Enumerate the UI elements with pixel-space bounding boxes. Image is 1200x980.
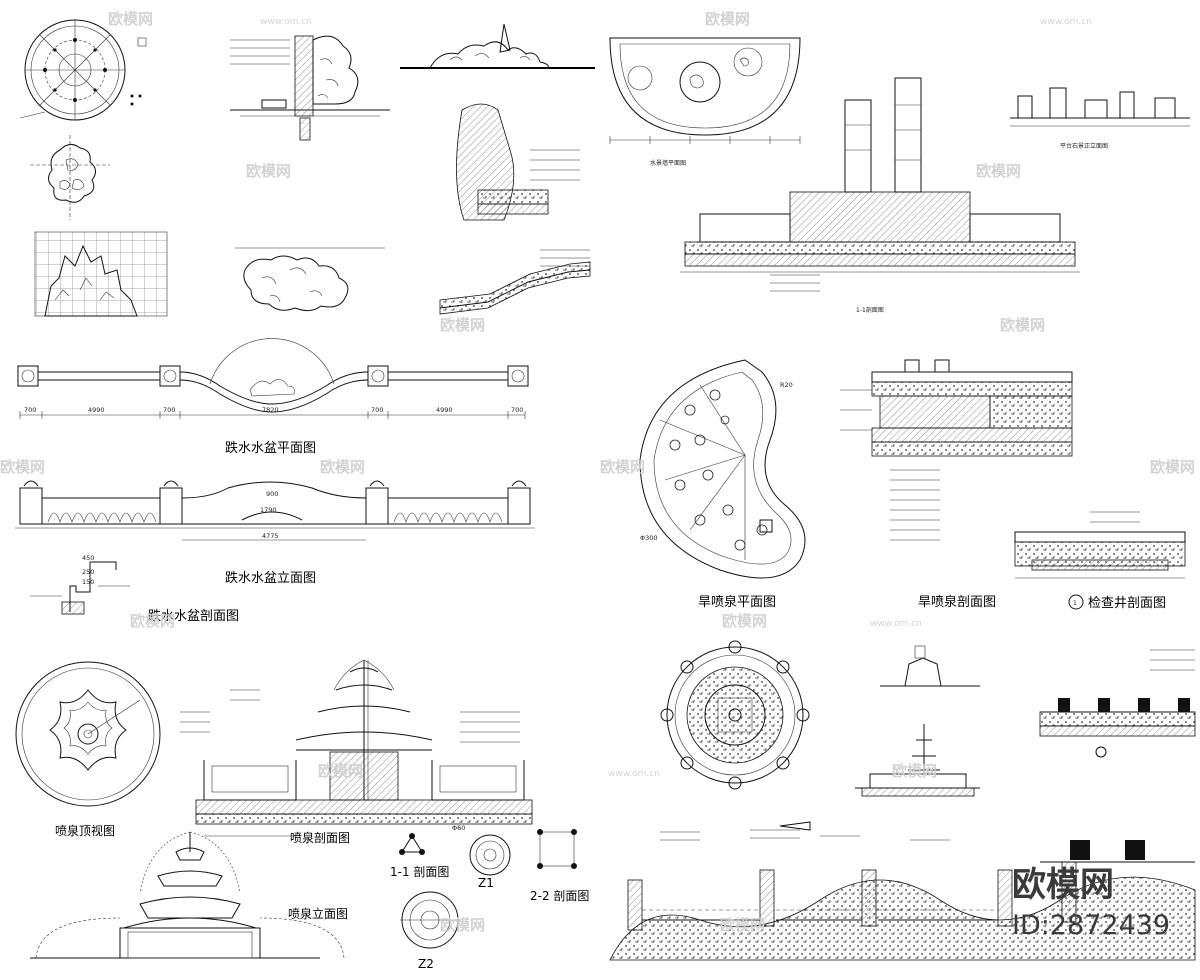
- watermark-brand: 欧模网: [440, 916, 485, 934]
- dry-fountain-section: 旱喷泉剖面图: [840, 359, 1073, 610]
- watermark-brand: 欧模网: [1000, 316, 1045, 334]
- platform-stone-elevation: 平台石景正立面图: [1010, 87, 1190, 150]
- column-z2-label: Z2: [418, 957, 434, 971]
- model-id: ID:2872439: [1012, 910, 1170, 941]
- rockery-grid-elevation: [34, 231, 168, 317]
- waterfall-basin-plan: 700 4990 700 7820 700 4990 700 跌水水盆平面图: [17, 338, 529, 456]
- watermark-brand: 欧模网: [705, 10, 750, 28]
- fountain-elevation: 喷泉立面图: [30, 831, 348, 959]
- rockery-slope-section: [439, 249, 591, 315]
- watermark-url: www.om.cn: [1040, 17, 1092, 27]
- watermark-brand: 欧模网: [130, 612, 175, 630]
- brand-logo-block: 欧模网 ID:2872439: [1012, 865, 1170, 941]
- column-z1-label: Z1: [478, 876, 494, 890]
- dry-fountain-panel: Φ300 R20 旱喷泉平面图 旱喷泉剖面图: [639, 359, 1186, 611]
- inspection-well-index: 1: [1073, 600, 1077, 607]
- round-fountain-elevations: [855, 645, 980, 797]
- watermark-layer: 欧模网 www.om.cn 欧模网 www.om.cn 欧模网 欧模网 欧模网 …: [0, 10, 1195, 934]
- fountain-top-view: 喷泉顶视图: [15, 661, 161, 838]
- elev-dim-4775: 4775: [262, 532, 279, 540]
- plan-dim-700-c: 700: [371, 406, 383, 414]
- watermark-brand: 欧模网: [1150, 458, 1195, 476]
- round-fountain-panel: [609, 640, 1196, 961]
- watermark-brand: 欧模网: [318, 762, 363, 780]
- watermark-url: www.om.cn: [260, 17, 312, 27]
- pool-section: [609, 821, 1196, 961]
- watermark-url: www.om.cn: [870, 619, 922, 629]
- section-1-1-b-title: 1-1剖面图: [856, 306, 884, 314]
- plan-dim-4990-a: 4990: [88, 406, 105, 414]
- watermark-brand: 欧模网: [440, 316, 485, 334]
- rockery-stone-plan: [30, 135, 110, 220]
- fountain-top-view-title: 喷泉顶视图: [55, 823, 115, 838]
- watermark-brand: 欧模网: [720, 916, 765, 934]
- plan-dim-4990-b: 4990: [436, 406, 453, 414]
- watermark-brand: 欧模网: [246, 162, 291, 180]
- section-dim-150: 150: [82, 578, 94, 586]
- rockery-circle-plan: [19, 19, 147, 121]
- inspection-well-section: 1 检查井剖面图: [1014, 511, 1186, 611]
- watermark-url: www.om.cn: [608, 769, 660, 779]
- rockery-panel: [19, 19, 595, 317]
- watermark-brand: 欧模网: [0, 458, 45, 476]
- watermark-brand: 欧模网: [108, 10, 153, 28]
- water-wall-plan: 水景墙平面图: [609, 37, 801, 167]
- water-wall-section: 1-1剖面图: [680, 77, 1080, 314]
- waterfall-basin-section: 450 250 150 跌水水盆剖面图: [30, 554, 239, 624]
- dry-fountain-plan-title: 旱喷泉平面图: [698, 594, 776, 610]
- inspection-well-section-title: 检查井剖面图: [1088, 596, 1166, 611]
- dry-fountain-dim-r20: R20: [780, 381, 793, 389]
- fountain-detail-sections: 1-1 剖面图 Z1 Φ60 2-2 剖面图 Z2: [390, 824, 589, 971]
- water-wall-panel: 水景墙平面图 平台石景正立面图 1-1剖面图: [609, 37, 1190, 314]
- column-dim-60: Φ60: [452, 824, 465, 832]
- waterfall-section-title: 跌水水盆剖面图: [148, 608, 239, 624]
- brand-logo: 欧模网: [1012, 865, 1114, 905]
- water-wall-plan-title: 水景墙平面图: [650, 159, 686, 167]
- waterfall-elevation-title: 跌水水盆立面图: [225, 570, 316, 586]
- side-detail-section: [1039, 649, 1196, 758]
- section-dim-450: 450: [82, 554, 94, 562]
- plan-dim-700-d: 700: [511, 406, 523, 414]
- watermark-brand: 欧模网: [892, 762, 937, 780]
- waterfall-basin-panel: 700 4990 700 7820 700 4990 700 跌水水盆平面图 9…: [15, 338, 535, 624]
- fountain-elevation-title: 喷泉立面图: [288, 906, 348, 921]
- watermark-brand: 欧模网: [976, 162, 1021, 180]
- section-1-1-title: 1-1 剖面图: [390, 865, 449, 879]
- dry-fountain-dim-300: Φ300: [640, 534, 658, 542]
- section-2-2-title: 2-2 剖面图: [530, 889, 589, 903]
- plan-dim-700-b: 700: [163, 406, 175, 414]
- platform-stone-elevation-title: 平台石景正立面图: [1060, 142, 1108, 150]
- section-dim-250: 250: [82, 568, 94, 576]
- fountain-section-title: 喷泉剖面图: [290, 831, 350, 845]
- elev-dim-900: 900: [266, 490, 278, 498]
- dry-fountain-section-title: 旱喷泉剖面图: [918, 594, 996, 610]
- rockery-section: [230, 35, 390, 141]
- rockery-side-elevation: [400, 23, 595, 69]
- plan-dim-7820: 7820: [262, 406, 279, 414]
- watermark-brand: 欧模网: [320, 458, 365, 476]
- elev-dim-1790: 1790: [260, 506, 277, 514]
- waterfall-basin-elevation: 900 1790 4775 跌水水盆立面图: [15, 480, 535, 586]
- rockery-stone-detail: [456, 103, 580, 221]
- fountain-panel: 喷泉顶视图 喷泉剖面图: [15, 659, 589, 971]
- round-fountain-plan: [660, 640, 810, 790]
- dry-fountain-plan: Φ300 R20 旱喷泉平面图: [639, 359, 806, 610]
- watermark-brand: 欧模网: [722, 612, 767, 630]
- plan-dim-700-a: 700: [24, 406, 36, 414]
- watermark-brand: 欧模网: [600, 458, 645, 476]
- fountain-section: 喷泉剖面图: [180, 659, 533, 845]
- rockery-rocks-plan: [235, 247, 385, 312]
- waterfall-plan-title: 跌水水盆平面图: [225, 440, 316, 456]
